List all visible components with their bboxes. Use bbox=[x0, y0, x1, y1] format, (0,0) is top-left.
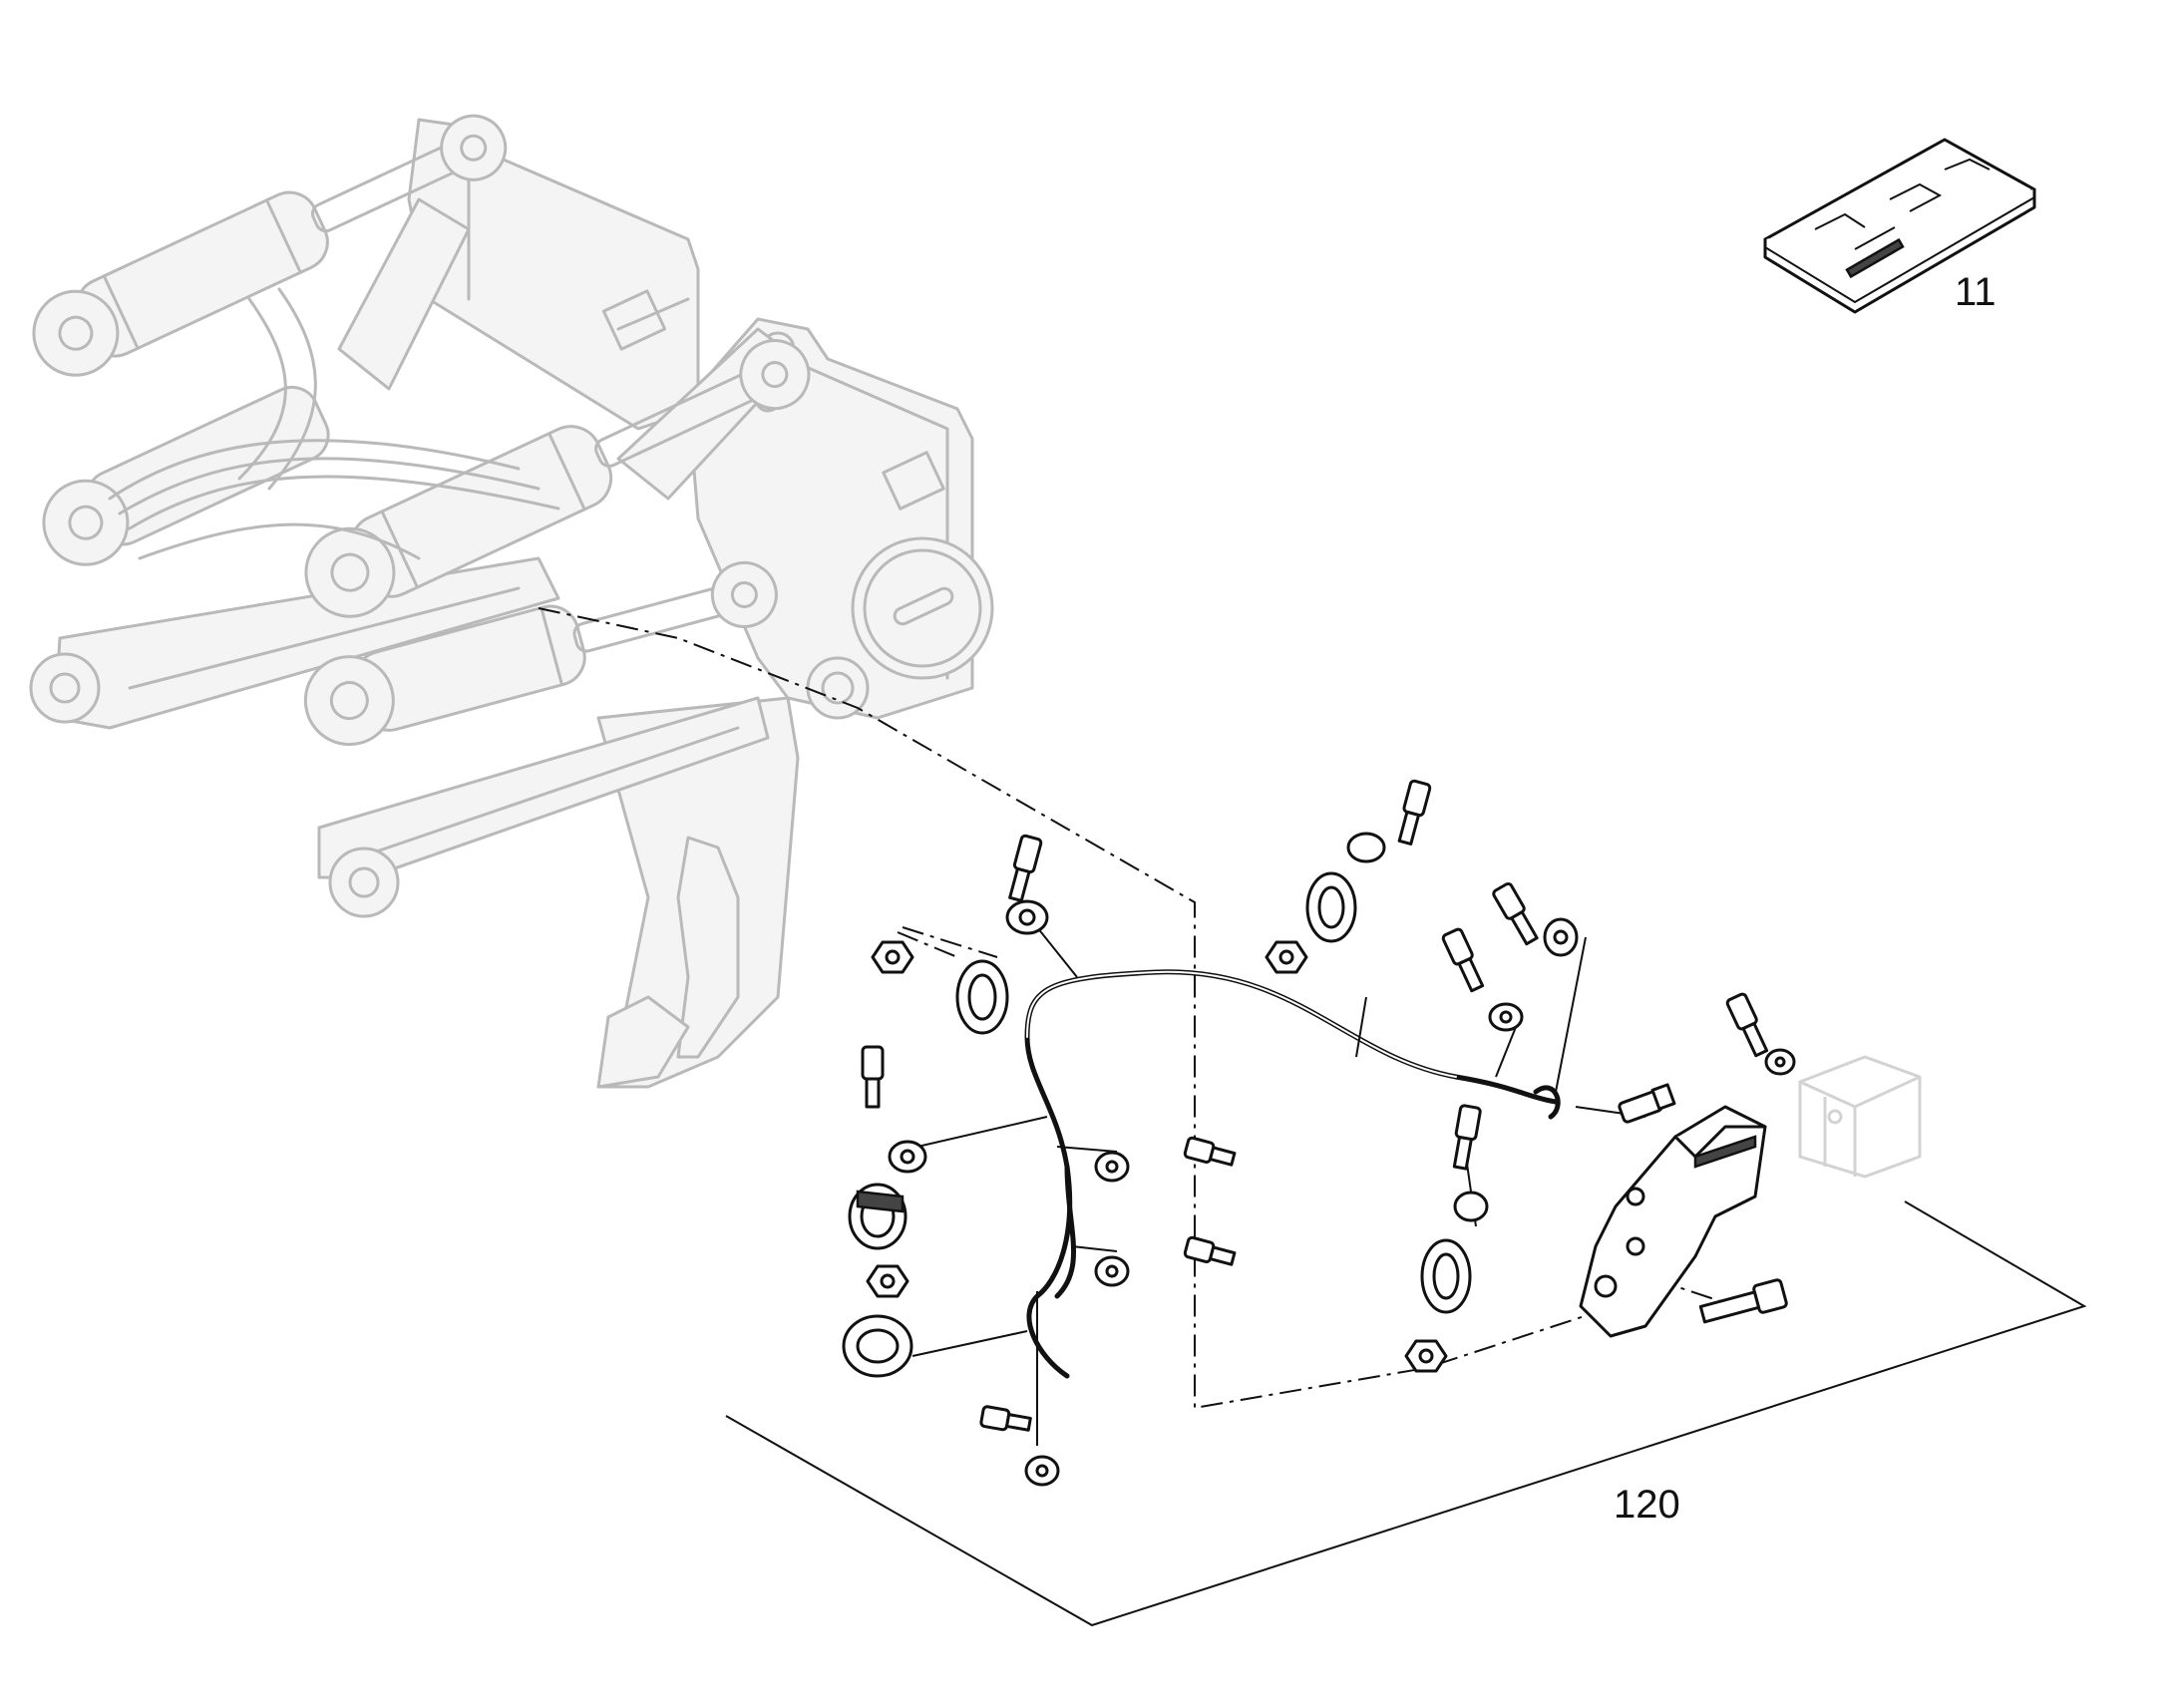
callout-120-bracket bbox=[725, 1200, 2087, 1627]
pressure-switch bbox=[1618, 1083, 1676, 1124]
assembly-dashdot-line bbox=[538, 607, 1646, 1410]
sensor-bracket bbox=[1579, 1105, 1767, 1338]
p-clip-a bbox=[955, 899, 1049, 1035]
cap-screw-a bbox=[1008, 834, 1043, 902]
manual-booklet-icon bbox=[1763, 138, 2036, 314]
wiring-harness-drawing bbox=[842, 779, 1922, 1487]
grommet bbox=[842, 1314, 913, 1378]
hex-nut-a bbox=[871, 940, 914, 974]
callout-120-label: 120 bbox=[1614, 1483, 1680, 1527]
callout-11-label: 11 bbox=[1955, 270, 1997, 314]
sensor-housing bbox=[1798, 1055, 1922, 1179]
long-bolt bbox=[1698, 1278, 1788, 1324]
ripper-frame-drawing bbox=[29, 114, 994, 1089]
